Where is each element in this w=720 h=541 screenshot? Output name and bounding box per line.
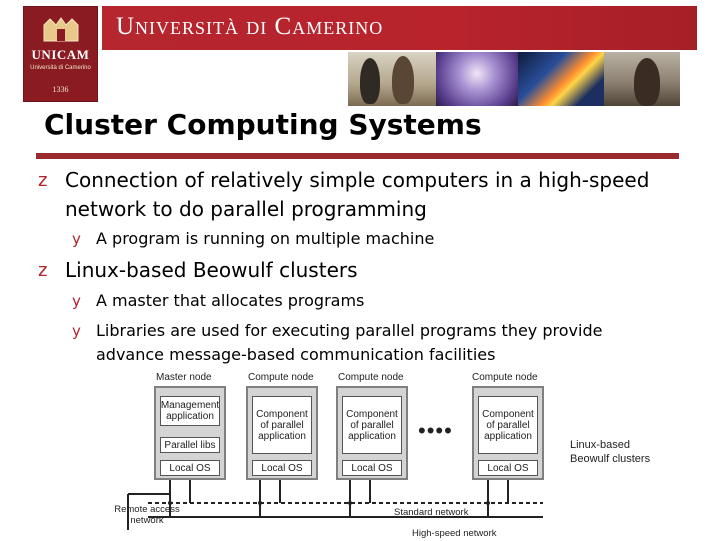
bullet-text: network to do parallel programming [65,197,427,221]
management-application-box: Management application [160,396,220,426]
header-banner: Università di Camerino [102,6,697,50]
header-photo-strip [348,52,680,106]
bullet-item: z Linux-based Beowulf clusters [38,256,698,286]
compute-node: Component of parallel application Local … [246,386,318,480]
master-node: Management application Parallel libs Loc… [154,386,226,480]
high-speed-network-label: High-speed network [412,528,497,539]
beowulf-cluster-diagram: Master node Compute node Compute node Co… [108,372,668,540]
sub-bullet-item: y A program is running on multiple machi… [72,227,692,251]
sub-bullet-text: Libraries are used for executing paralle… [96,321,603,340]
logo-year: 1336 [52,85,69,94]
master-node-label: Master node [156,372,212,383]
bullet-text: Connection of relatively simple computer… [65,168,650,192]
sub-bullet-marker-icon: y [72,292,81,310]
local-os-box: Local OS [160,460,220,476]
standard-network-label: Standard network [394,507,469,518]
photo-laptop [604,52,680,106]
sub-bullet-marker-icon: y [72,322,81,340]
logo-name: UNICAM [31,47,90,62]
slide-title: Cluster Computing Systems [44,108,482,141]
sub-bullet-item: y A master that allocates programs [72,289,692,313]
compute-node-label: Compute node [248,372,314,383]
component-box: Component of parallel application [478,396,538,454]
caption-line: Beowulf clusters [570,453,651,465]
unicam-logo: UNICAM Università di Camerino 1336 [23,6,98,102]
sub-bullet-text: A master that allocates programs [96,291,365,310]
sub-bullet-item: y Libraries are used for executing paral… [72,319,692,367]
sub-bullet-marker-icon: y [72,230,81,248]
ellipsis-dots: •••• [418,418,453,443]
crest-icon [43,17,79,42]
local-os-box: Local OS [342,460,402,476]
caption-line: Linux-based [570,439,630,451]
diagram-caption: Linux-based Beowulf clusters [570,438,650,466]
remote-access-network-label: Remote access network [114,504,180,526]
network-wires [127,480,543,530]
component-box: Component of parallel application [252,396,312,454]
bullet-marker-icon: z [38,260,48,281]
local-os-box: Local OS [252,460,312,476]
compute-node-label: Compute node [472,372,538,383]
compute-node: Component of parallel application Local … [472,386,544,480]
photo-lab [436,52,518,106]
compute-node: Component of parallel application Local … [336,386,408,480]
bullet-item: z Connection of relatively simple comput… [38,166,698,226]
photo-students [348,52,436,106]
parallel-libs-box: Parallel libs [160,437,220,453]
banner-background [102,6,697,50]
local-os-box: Local OS [478,460,538,476]
title-underline [36,153,679,159]
photo-light [518,52,604,106]
bullet-marker-icon: z [38,170,48,191]
compute-node-label: Compute node [338,372,404,383]
logo-subtitle: Università di Camerino [30,65,91,71]
bullet-text: Linux-based Beowulf clusters [65,258,358,282]
sub-bullet-text: A program is running on multiple machine [96,229,435,248]
component-box: Component of parallel application [342,396,402,454]
sub-bullet-text: advance message-based communication faci… [96,345,496,364]
university-title: Università di Camerino [116,13,384,40]
banner-separator [102,50,697,52]
